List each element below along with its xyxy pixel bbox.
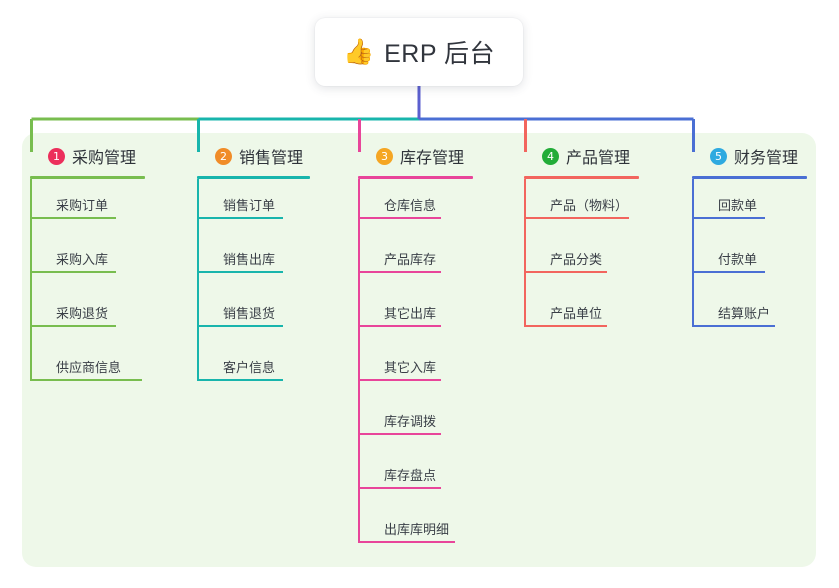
leaf-item[interactable]: 产品（物料）	[524, 189, 639, 219]
leaf-item[interactable]: 出库库明细	[358, 513, 465, 543]
leaf-item-underline	[524, 217, 629, 219]
leaf-item-underline	[197, 271, 283, 273]
leaf-item-label: 其它入库	[384, 360, 437, 375]
branch-column-1: 1 采购管理采购订单采购入库采购退货供应商信息	[30, 145, 145, 381]
leaf-item[interactable]: 结算账户	[692, 297, 785, 327]
branch-underline-1	[30, 176, 145, 179]
root-node[interactable]: 👍 ERP 后台	[315, 18, 523, 86]
leaf-item-label: 回款单	[718, 198, 758, 213]
leaf-item-underline	[358, 325, 441, 327]
leaf-item[interactable]: 库存调拨	[358, 405, 451, 435]
leaf-item[interactable]: 销售退货	[197, 297, 293, 327]
branch-badge-1: 1	[48, 147, 65, 165]
leaf-item[interactable]: 客户信息	[197, 351, 293, 381]
branch-header-5[interactable]: 5 财务管理	[692, 145, 798, 167]
branch-spine-3	[358, 179, 360, 543]
branch-title-3: 库存管理	[400, 150, 465, 167]
branch-badge-2: 2	[215, 147, 232, 165]
leaf-item-label: 库存盘点	[384, 468, 437, 483]
leaf-item-underline	[358, 433, 441, 435]
leaf-item-label: 采购入库	[56, 252, 109, 267]
leaf-item-underline	[692, 325, 775, 327]
leaf-item-underline	[524, 271, 607, 273]
branch-title-4: 产品管理	[566, 150, 631, 167]
branch-spine-1	[30, 179, 32, 381]
leaf-item-underline	[692, 271, 765, 273]
leaf-item[interactable]: 采购入库	[30, 243, 126, 273]
leaf-item[interactable]: 供应商信息	[30, 351, 152, 381]
branch-badge-5: 5	[710, 147, 727, 165]
leaf-item-underline	[358, 271, 441, 273]
leaf-item[interactable]: 产品库存	[358, 243, 451, 273]
leaf-item-underline	[692, 217, 765, 219]
branch-title-1: 采购管理	[72, 150, 137, 167]
leaf-item-label: 产品分类	[550, 252, 603, 267]
leaf-item-label: 销售订单	[223, 198, 276, 213]
leaf-item-label: 客户信息	[223, 360, 276, 375]
leaf-item[interactable]: 销售订单	[197, 189, 293, 219]
branch-badge-3: 3	[376, 147, 393, 165]
leaf-item-underline	[358, 379, 441, 381]
leaf-item-label: 库存调拨	[384, 414, 437, 429]
leaf-item[interactable]: 采购退货	[30, 297, 126, 327]
leaf-item-label: 出库库明细	[384, 522, 450, 537]
leaf-item-label: 采购退货	[56, 306, 109, 321]
leaf-item[interactable]: 销售出库	[197, 243, 293, 273]
leaf-item-label: 仓库信息	[384, 198, 437, 213]
leaf-item-label: 结算账户	[718, 306, 771, 321]
leaf-item-underline	[30, 271, 116, 273]
branch-column-2: 2 销售管理销售订单销售出库销售退货客户信息	[197, 145, 310, 381]
branch-underline-3	[358, 176, 473, 179]
branch-column-4: 4 产品管理产品（物料） 产品分类产品单位	[524, 145, 639, 327]
leaf-item[interactable]: 产品单位	[524, 297, 617, 327]
branch-underline-2	[197, 176, 310, 179]
leaf-item-underline	[358, 487, 441, 489]
branch-column-3: 3 库存管理仓库信息产品库存其它出库其它入库库存调拨库存盘点出库库明细	[358, 145, 473, 543]
leaf-item-underline	[30, 325, 116, 327]
branch-underline-5	[692, 176, 807, 179]
leaf-item-label: 销售出库	[223, 252, 276, 267]
leaf-item-label: 其它出库	[384, 306, 437, 321]
leaf-item-underline	[197, 325, 283, 327]
diagram-background-panel	[22, 133, 816, 567]
leaf-item-label: 付款单	[718, 252, 758, 267]
leaf-item[interactable]: 采购订单	[30, 189, 126, 219]
leaf-item-label: 销售退货	[223, 306, 276, 321]
leaf-item-underline	[524, 325, 607, 327]
branch-header-1[interactable]: 1 采购管理	[30, 145, 136, 167]
branch-header-2[interactable]: 2 销售管理	[197, 145, 303, 167]
leaf-item[interactable]: 仓库信息	[358, 189, 451, 219]
leaf-item-label: 采购订单	[56, 198, 109, 213]
leaf-item-underline	[197, 217, 283, 219]
leaf-item-label: 产品库存	[384, 252, 437, 267]
leaf-item-underline	[30, 217, 116, 219]
leaf-item[interactable]: 产品分类	[524, 243, 617, 273]
branch-header-3[interactable]: 3 库存管理	[358, 145, 464, 167]
leaf-item-label: 产品单位	[550, 306, 603, 321]
thumbs-up-icon: 👍	[342, 37, 375, 66]
leaf-item-underline	[358, 541, 455, 543]
leaf-item-underline	[358, 217, 441, 219]
branch-spine-4	[524, 179, 526, 327]
branch-header-4[interactable]: 4 产品管理	[524, 145, 630, 167]
branch-title-5: 财务管理	[734, 150, 799, 167]
branch-badge-4: 4	[542, 147, 559, 165]
root-node-title: ERP 后台	[384, 40, 496, 68]
leaf-item[interactable]: 库存盘点	[358, 459, 451, 489]
leaf-item-underline	[30, 379, 142, 381]
leaf-item[interactable]: 回款单	[692, 189, 775, 219]
branch-spine-5	[692, 179, 694, 327]
leaf-item-label: 产品（物料）	[550, 198, 629, 213]
branch-title-2: 销售管理	[239, 150, 304, 167]
leaf-item[interactable]: 其它入库	[358, 351, 451, 381]
branch-underline-4	[524, 176, 639, 179]
leaf-item[interactable]: 其它出库	[358, 297, 451, 327]
leaf-item[interactable]: 付款单	[692, 243, 775, 273]
leaf-item-underline	[197, 379, 283, 381]
branch-spine-2	[197, 179, 199, 381]
leaf-item-label: 供应商信息	[56, 360, 122, 375]
branch-column-5: 5 财务管理回款单付款单结算账户	[692, 145, 807, 327]
